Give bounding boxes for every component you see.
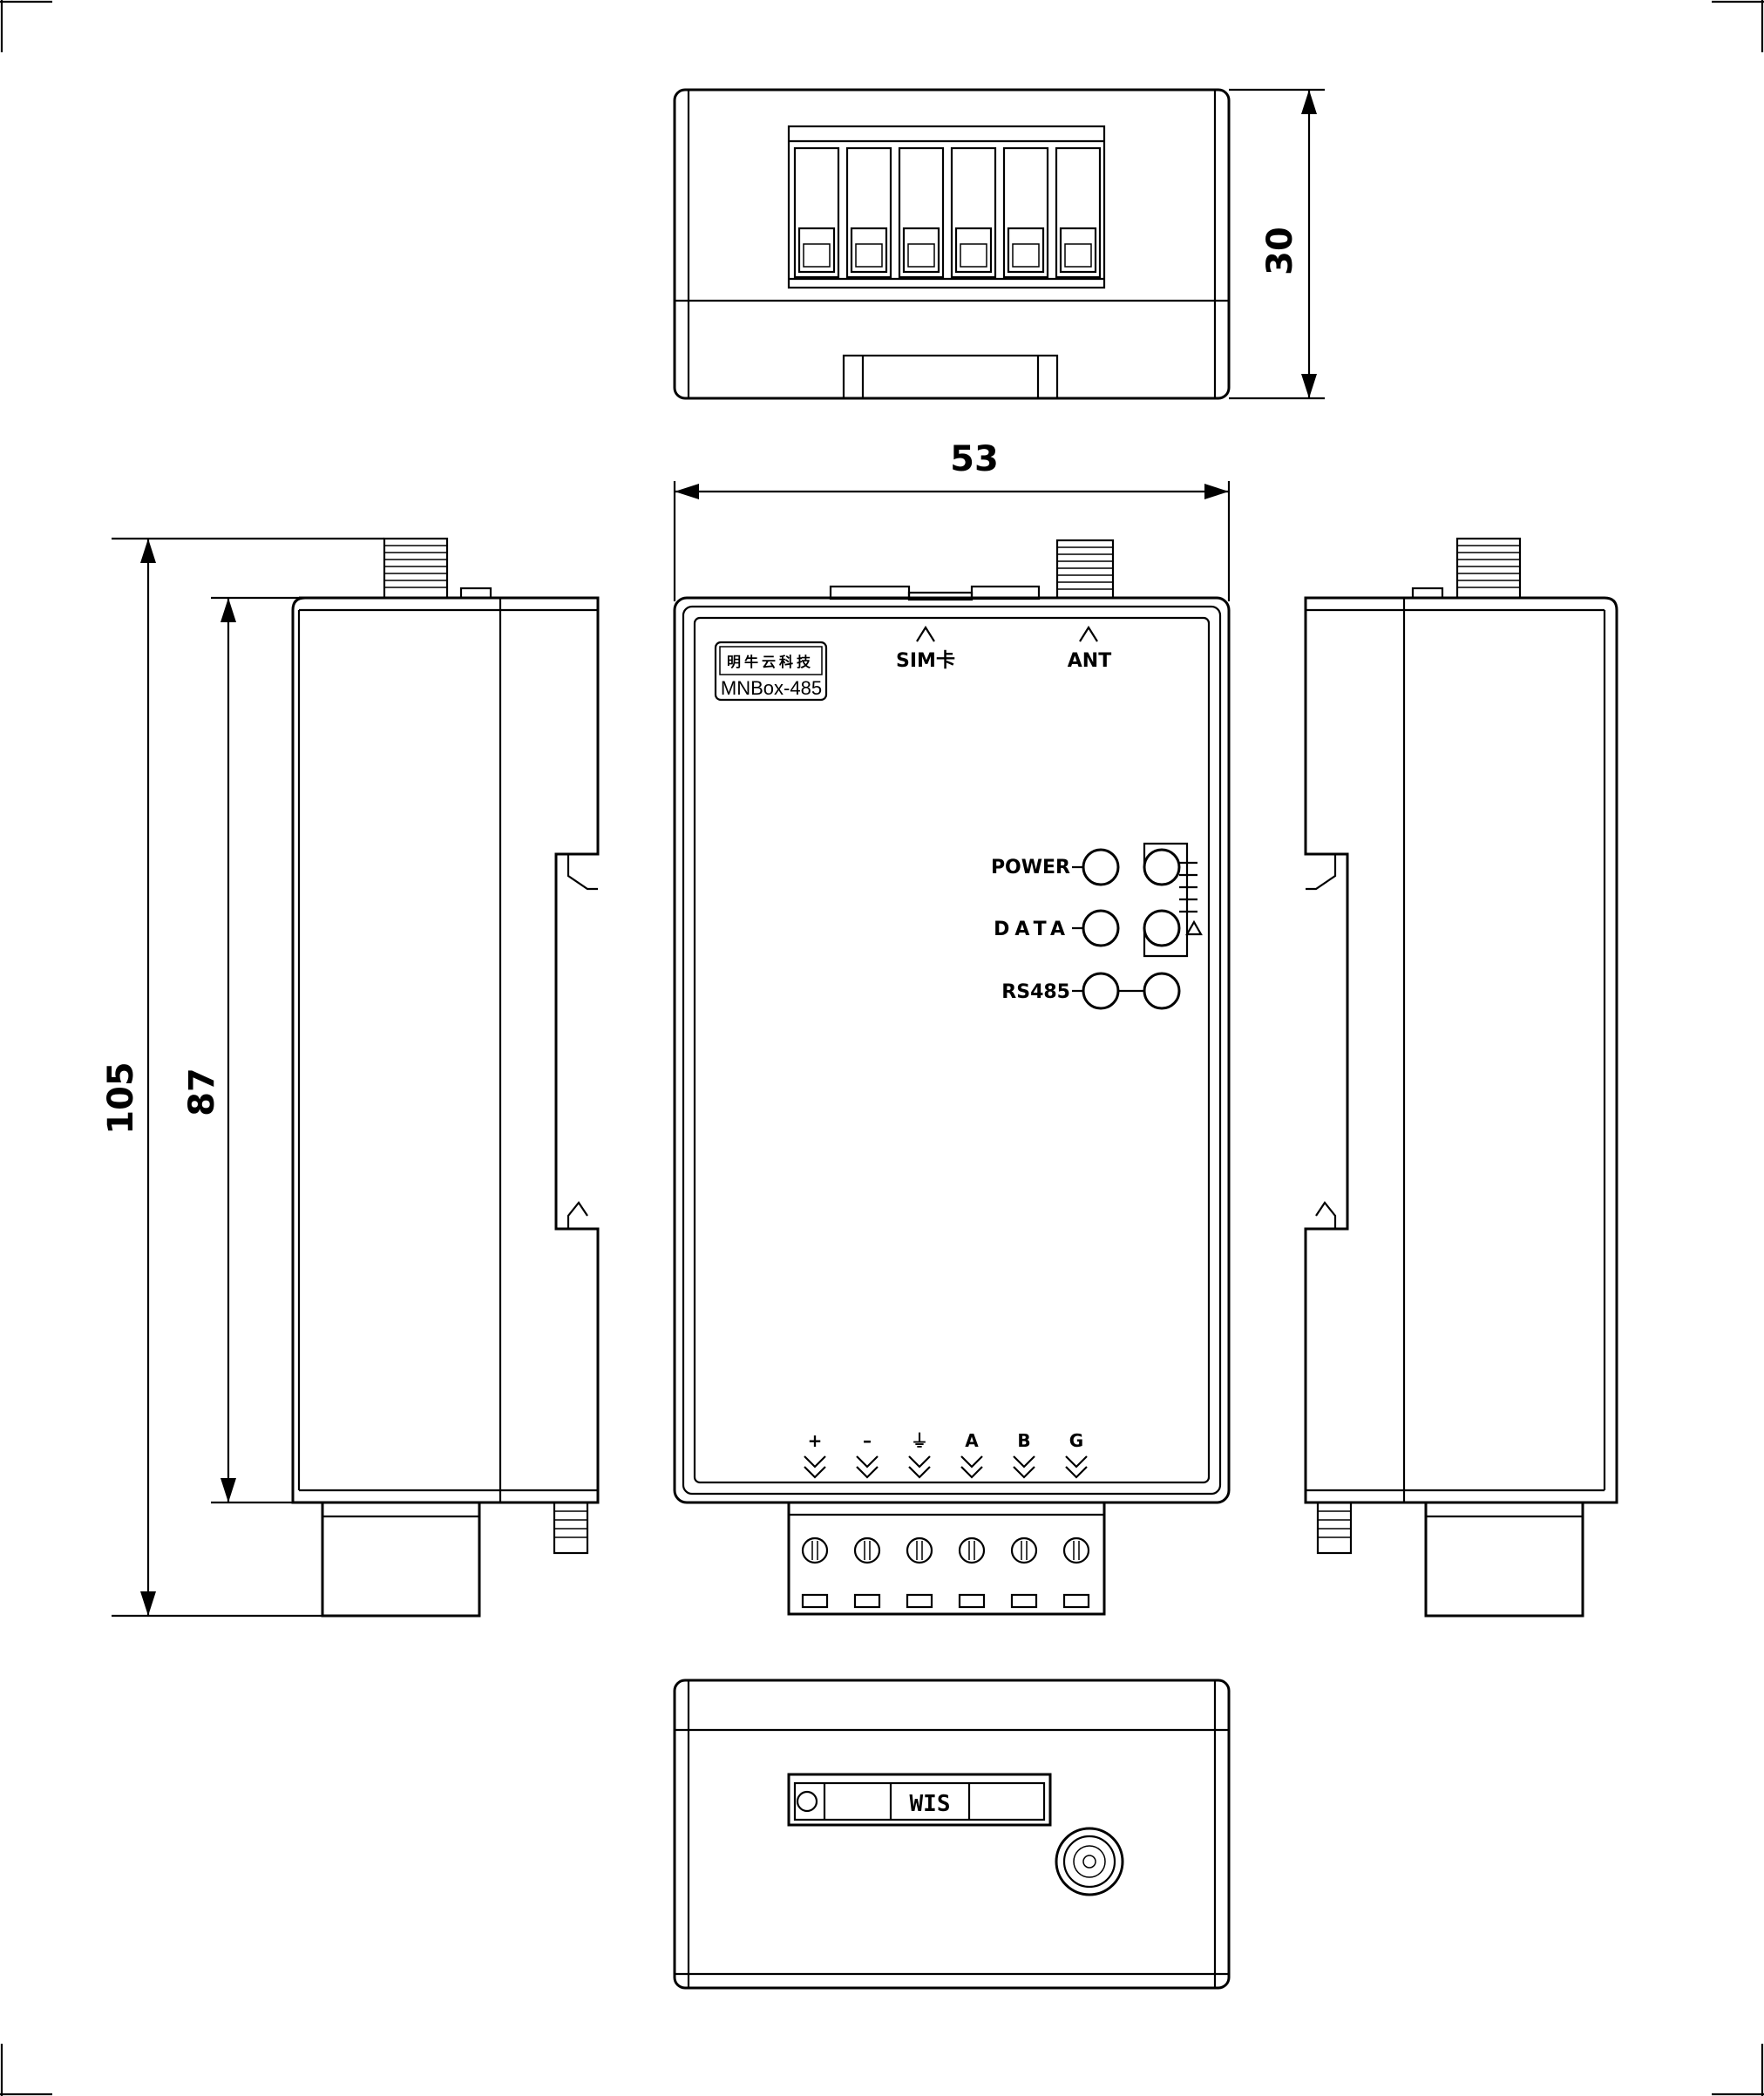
dimension-height-top: 30 [1229,88,1325,400]
brand-logo: 明牛云科技 MNBox-485 [714,641,828,702]
dim-105-label: 105 [101,1062,141,1135]
sim-label: SIM卡 [896,650,955,672]
terminal-block [787,1501,1106,1616]
terminal-block-slots [793,146,1102,279]
indicator-data-label: DATA [994,919,1070,940]
antenna-connector [1055,539,1115,600]
rs485-led-1 [1082,972,1120,1010]
dimension-width: 53 [673,439,1231,601]
terminal-ground-label: ⏚ [911,1430,928,1451]
model-name: MNBox-485 [721,677,822,699]
signal-strength-icon [1143,842,1203,958]
antenna-base-icon [1055,1827,1124,1896]
slot-label: WIS [910,1791,951,1817]
indicator-rs485-label: RS485 [1001,981,1070,1003]
left-side-view [291,537,600,1618]
ant-label: ANT [1068,650,1111,672]
indicator-power-label: POWER [991,857,1070,878]
terminal-minus-label: – [863,1430,872,1451]
bottom-view: WIS [673,1679,1231,1990]
power-led [1082,848,1120,886]
terminal-b-label: B [1017,1430,1030,1451]
dim-87-label: 87 [182,1068,222,1116]
right-side-view [1304,537,1618,1618]
terminal-g-label: G [1069,1430,1083,1451]
data-led [1082,909,1120,947]
ant-arrow-icon [1079,625,1098,642]
rs485-led-2 [1143,972,1181,1010]
front-view: 明牛云科技 MNBox-485 SIM卡 ANT POWER DATA RS48… [673,539,1231,1616]
terminal-plus-label: + [808,1430,823,1451]
terminal-a-label: A [965,1430,979,1451]
dim-53-label: 53 [950,439,999,479]
terminal-labels: + – ⏚ A B G [804,1430,1088,1479]
top-view [673,88,1231,400]
sim-slot: WIS [787,1773,1052,1827]
sim-arrow-icon [916,625,935,642]
logo-chinese-text: 明牛云科技 [727,654,814,670]
dimension-heights: 87 105 [101,537,384,1618]
dim-30-label: 30 [1260,227,1300,275]
